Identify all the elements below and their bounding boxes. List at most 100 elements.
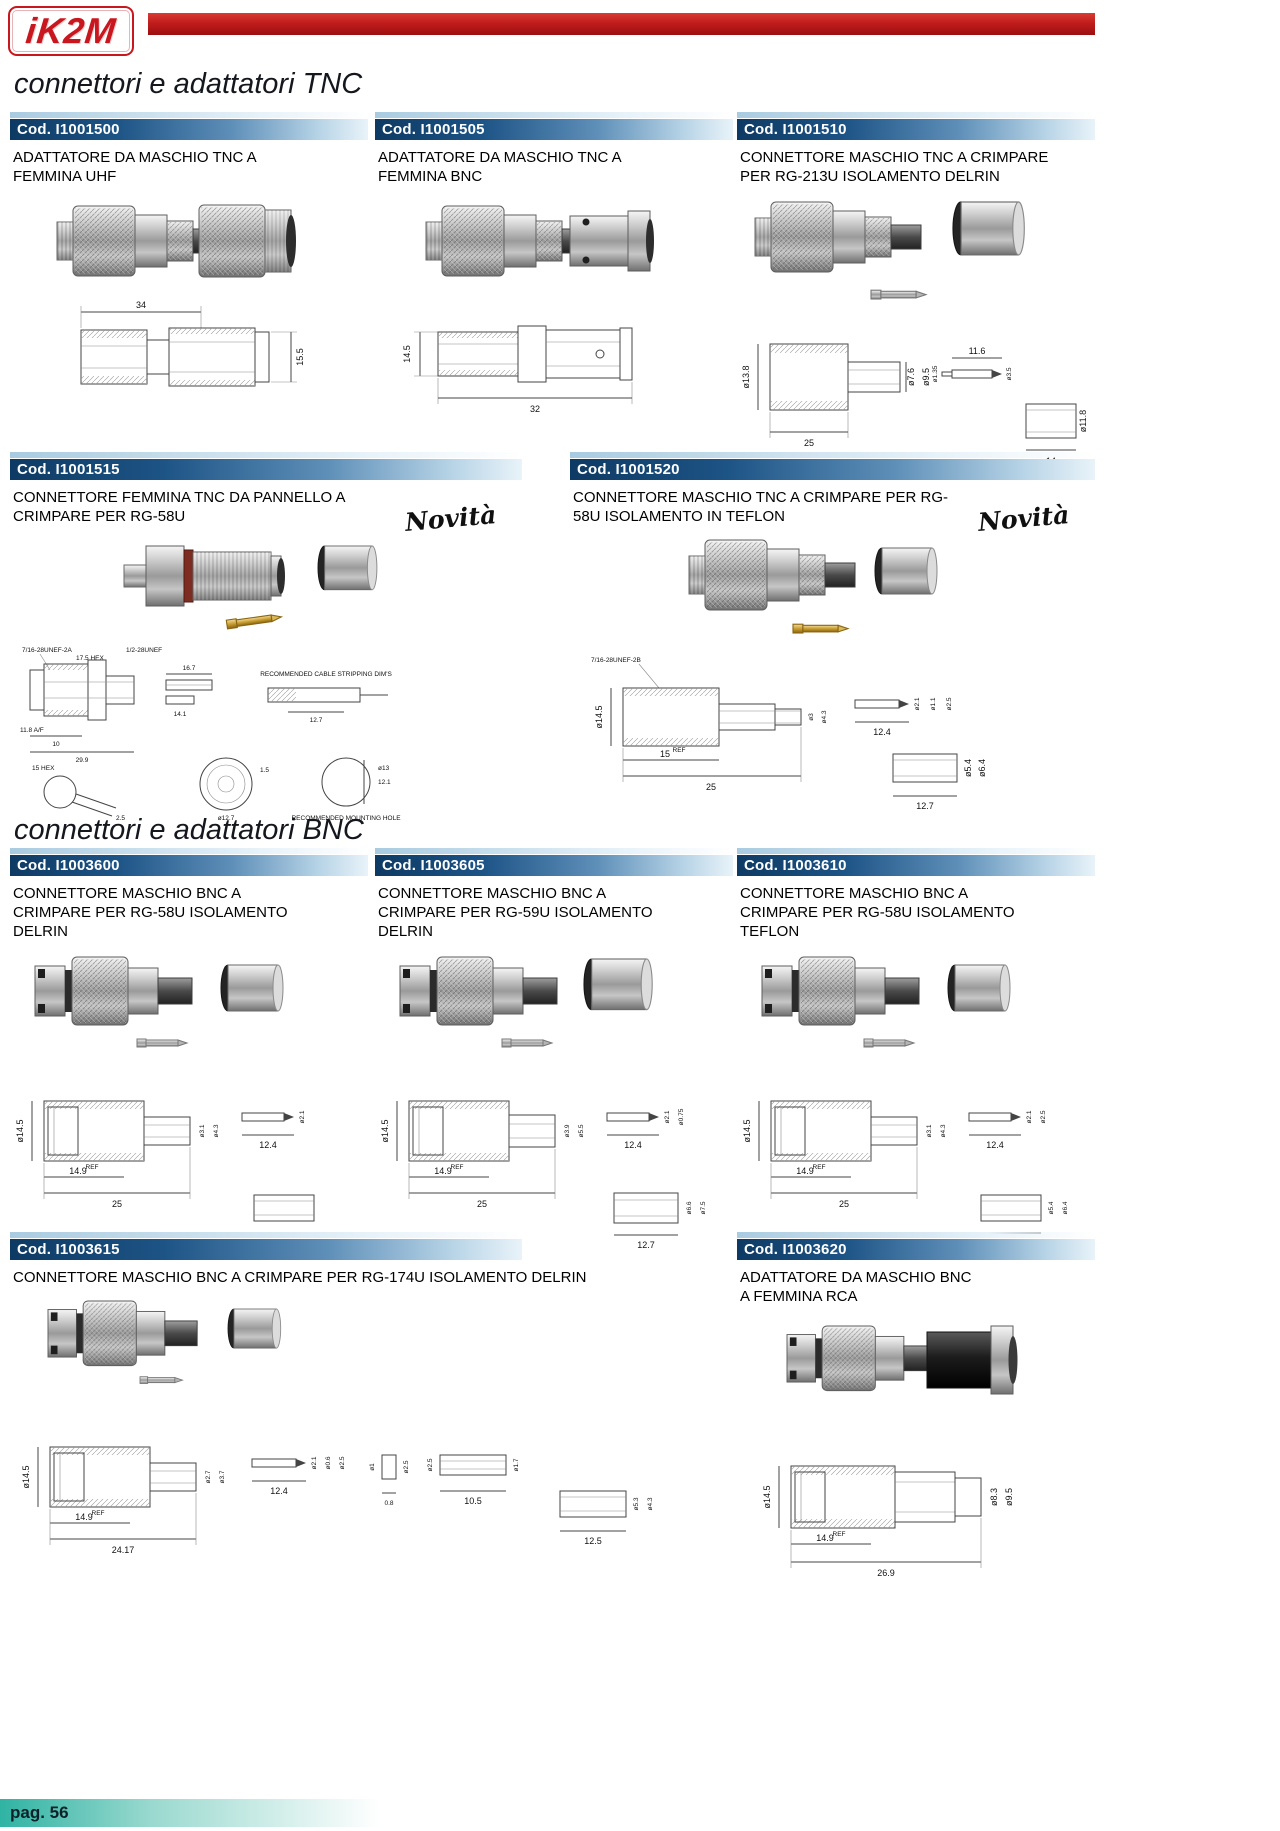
dim-label: ø0.75 <box>678 1108 685 1125</box>
dim-label: 25 <box>804 438 814 448</box>
dim-label: ø3.1 <box>199 1124 206 1137</box>
dim-label: ø6.4 <box>977 759 987 777</box>
product-card-i1003610: Cod. I1003610 CONNETTORE MASCHIO BNC A C… <box>737 848 1095 1251</box>
dim-label: 25 <box>477 1199 487 1209</box>
product-description: CONNETTORE MASCHIO BNC A CRIMPARE PER RG… <box>740 885 1015 940</box>
product-photo <box>34 956 284 1048</box>
dim-label: ø2.5 <box>403 1460 410 1473</box>
dim-label: REF <box>86 1164 99 1171</box>
dim-label: 14.1 <box>174 711 187 718</box>
dim-label: 15.5 <box>295 348 305 366</box>
dim-label: ø2.5 <box>1040 1110 1047 1123</box>
product-photo <box>754 201 1025 300</box>
dim-label: 10 <box>52 741 60 748</box>
dim-label: ø14.5 <box>594 705 604 728</box>
dim-label: 14.9 <box>434 1166 452 1176</box>
dim-label: ø14.5 <box>15 1119 25 1142</box>
dim-label: 17.5 HEX <box>76 655 104 662</box>
dim-label: 26.9 <box>877 1568 895 1578</box>
product-card-i1001510: Cod. I1001510 CONNETTORE MASCHIO TNC A C… <box>737 112 1095 470</box>
dim-label: ø2.1 <box>664 1110 671 1123</box>
dim-label: REF <box>833 1531 846 1538</box>
dim-label: ø3.9 <box>564 1124 571 1137</box>
dim-label: RECOMMENDED CABLE STRIPPING DIM'S <box>260 671 392 678</box>
product-card-i1001515: Cod. I1001515 CONNETTORE FEMMINA TNC DA … <box>10 452 522 824</box>
brand-logo-text: iK2M <box>23 10 119 51</box>
dim-label: ø0.6 <box>325 1456 332 1469</box>
technical-drawing: ø14.5 14.9 REF 26.9 ø8.3 ø9.5 <box>762 1465 1014 1578</box>
product-photo <box>123 545 378 630</box>
dim-label: ø2.1 <box>299 1110 306 1123</box>
dim-label: 7/16-28UNEF-2A <box>22 647 73 654</box>
product-description: CONNETTORE MASCHIO BNC A CRIMPARE PER RG… <box>13 885 288 940</box>
dim-label: ø2.1 <box>1026 1110 1033 1123</box>
product-card-i1001500: Cod. I1001500 ADATTATORE DA MASCHIO TNC … <box>10 112 368 428</box>
product-card-i1003600: Cod. I1003600 CONNETTORE MASCHIO BNC A C… <box>10 848 368 1251</box>
product-description: CONNETTORE MASCHIO TNC A CRIMPARE PER RG… <box>573 489 949 525</box>
product-photo <box>761 956 1011 1048</box>
product-description: CONNETTORE MASCHIO BNC A CRIMPARE PER RG… <box>378 885 653 940</box>
dim-label: 1/2-28UNEF <box>126 647 162 654</box>
dim-label: ø6.6 <box>686 1201 693 1214</box>
technical-drawing: ø14.5 14.9 REF 25 ø3.9 ø5.5 12.4 ø2.1 ø0… <box>380 1100 707 1250</box>
code-stripe <box>10 848 368 854</box>
product-photo <box>786 1325 1018 1395</box>
dim-label: ø9.5 <box>1004 1488 1014 1506</box>
product-card-i1003615: Cod. I1003615 CONNETTORE MASCHIO BNC A C… <box>10 1232 735 1603</box>
dim-label: ø3.5 <box>1006 367 1013 380</box>
header-red-bar <box>148 13 1095 35</box>
novita-badge: Novità <box>976 500 1071 537</box>
dim-label: ø13 <box>378 765 390 772</box>
code-stripe <box>737 848 1095 854</box>
technical-drawing: ø14.5 14.9 REF 24.17 ø2.7 ø3.7 12.4 ø2.1… <box>21 1446 654 1555</box>
section-title-bnc: connettori e adattatori BNC <box>14 814 364 846</box>
dim-label: ø4.3 <box>213 1124 220 1137</box>
dim-label: ø5.3 <box>633 1497 640 1510</box>
dim-label: ø5.5 <box>578 1124 585 1137</box>
dim-label: ø3 <box>808 713 815 721</box>
dim-label: 25 <box>839 1199 849 1209</box>
code-stripe <box>375 848 733 854</box>
product-description: ADATTATORE DA MASCHIO TNC A FEMMINA UHF <box>13 149 256 185</box>
product-code: Cod. I1003605 <box>375 855 733 876</box>
product-description: CONNETTORE MASCHIO BNC A CRIMPARE PER RG… <box>13 1269 587 1286</box>
dim-label: 10.5 <box>464 1496 482 1506</box>
product-description: ADATTATORE DA MASCHIO TNC A FEMMINA BNC <box>378 149 621 185</box>
dim-label: 12.7 <box>916 801 934 811</box>
dim-label: ø14.5 <box>21 1465 31 1488</box>
product-photo <box>399 956 653 1048</box>
product-card-i1003605: Cod. I1003605 CONNETTORE MASCHIO BNC A C… <box>375 848 733 1251</box>
dim-label: ø7.6 <box>906 368 916 386</box>
dim-label: 0.8 <box>384 1500 393 1507</box>
dim-label: 25 <box>705 782 715 792</box>
product-description: CONNETTORE FEMMINA TNC DA PANNELLO A CRI… <box>13 489 345 525</box>
dim-label: 34 <box>136 300 146 310</box>
dim-label: REF <box>813 1164 826 1171</box>
dim-label: 12.7 <box>310 717 323 724</box>
dim-label: ø1 <box>369 1463 376 1471</box>
product-code: Cod. I1001515 <box>10 459 522 480</box>
technical-drawing: ø14.5 14.9 REF 25 ø3.1 ø4.3 12.4 ø2.1 ø2… <box>742 1100 1069 1248</box>
dim-label: ø1.7 <box>513 1458 520 1471</box>
dim-label: 12.5 <box>584 1536 602 1546</box>
product-photo <box>47 1300 282 1384</box>
dim-label: REF <box>451 1164 464 1171</box>
code-stripe <box>570 452 1095 458</box>
dim-label: ø13.8 <box>741 365 751 388</box>
code-stripe <box>737 1232 1095 1238</box>
dim-label: 14.5 <box>402 345 412 363</box>
dim-label: ø6.4 <box>1062 1201 1069 1214</box>
dim-label: 24.17 <box>112 1545 135 1555</box>
product-code: Cod. I1003600 <box>10 855 368 876</box>
dim-label: ø4.3 <box>940 1124 947 1137</box>
product-code: Cod. I1001520 <box>570 459 1095 480</box>
dim-label: ø12.7 <box>218 815 235 822</box>
dim-label: ø2.5 <box>946 697 953 710</box>
product-description: CONNETTORE MASCHIO TNC A CRIMPARE PER RG… <box>740 149 1049 185</box>
dim-label: 25 <box>112 1199 122 1209</box>
dim-label: ø3.7 <box>219 1470 226 1483</box>
technical-drawing: ø13.8 25 ø7.6 ø9.5 11.6 ø1.35 ø3.5 14 ø1… <box>741 343 1088 466</box>
dim-label: 2.5 <box>116 815 125 822</box>
dim-label: ø7.5 <box>700 1201 707 1214</box>
